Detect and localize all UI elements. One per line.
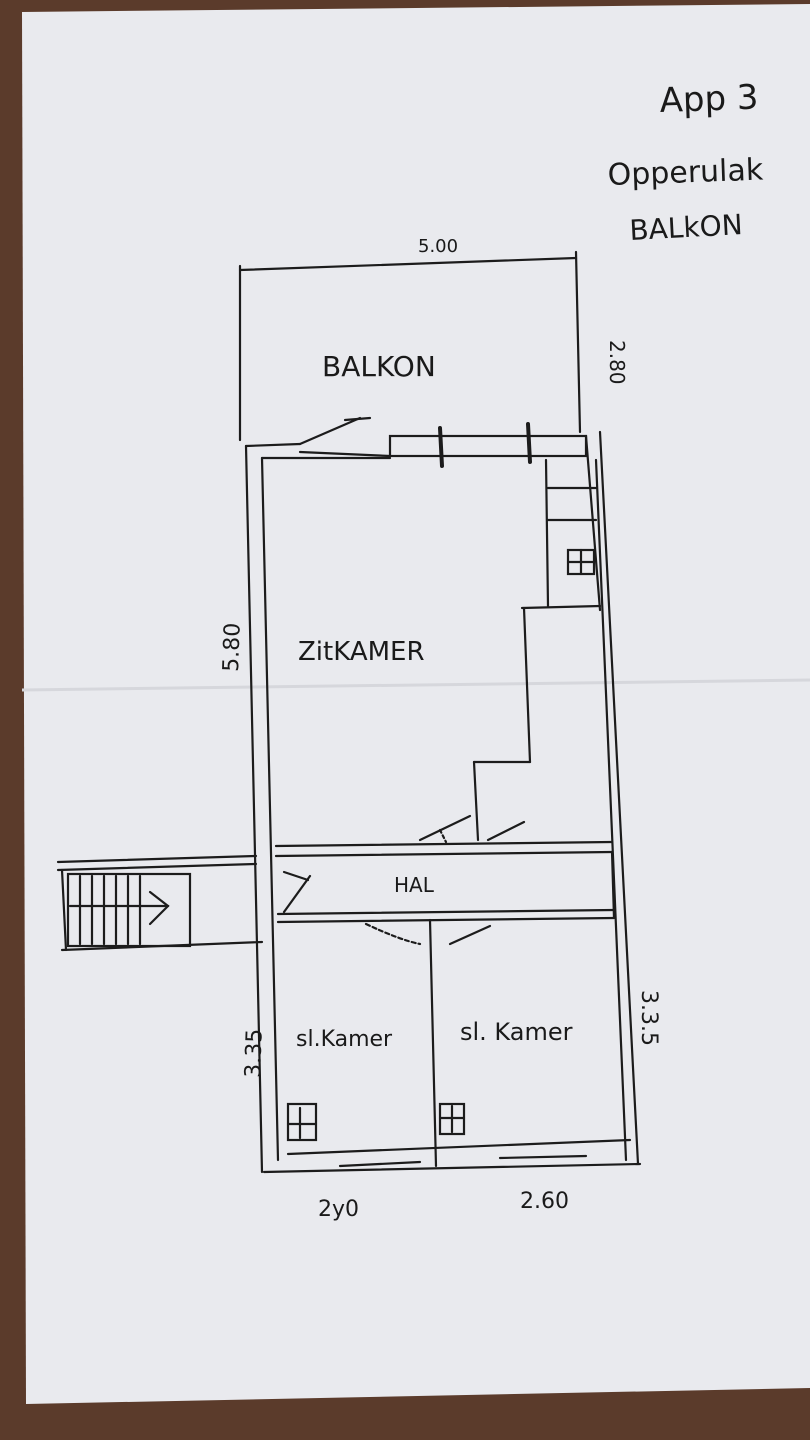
room-label-bedroom-left: sl.Kamer [296,1027,393,1052]
dimension-bedroom-left-depth: 3.35 [241,1028,268,1078]
dimension-bedroom-left-width: 2y0 [318,1197,359,1222]
dimension-bedroom-right-width: 2.60 [520,1189,569,1214]
paper-sheet [22,4,810,1404]
room-label-balcony: BALKON [322,350,436,383]
dimension-balcony-width: 5.00 [418,236,458,257]
room-label-hall: HAL [394,873,435,897]
room-label-bedroom-right: sl. Kamer [460,1018,573,1046]
note-line-area: Opperulak [607,153,764,193]
room-label-living: ZitKAMER [298,637,425,667]
dimension-bedroom-right-depth: 3.3.5 [636,990,661,1046]
dimension-balcony-depth: 2.80 [605,340,629,385]
dimension-living-length: 5.80 [219,622,246,672]
paper-fold [21,678,810,692]
floor-plan-drawing [56,250,642,1174]
note-title: App 3 [659,78,759,121]
note-line-balcony: BALkON [629,208,744,247]
